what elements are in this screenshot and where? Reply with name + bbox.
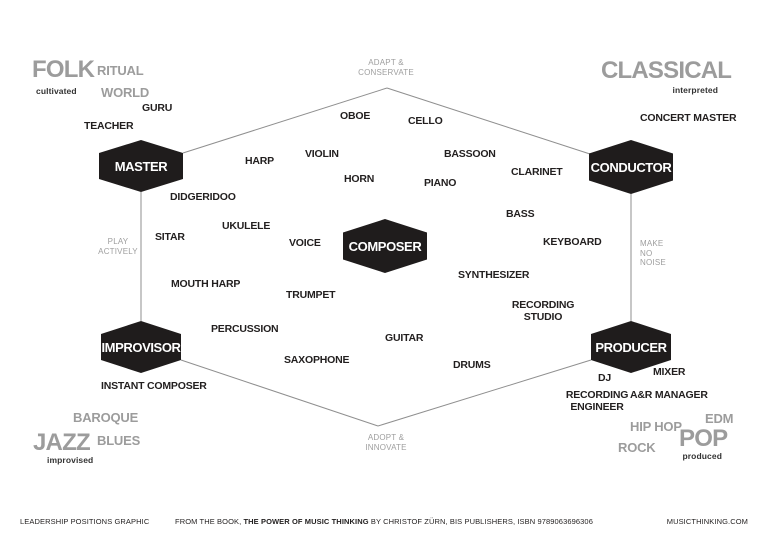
edge-label-adapt-conservate: ADAPT & CONSERVATE [358, 58, 414, 77]
node-conductor-label: CONDUCTOR [590, 159, 672, 175]
edge-bottom-line2: INNOVATE [365, 442, 407, 452]
edge-right-line3: NOISE [640, 258, 666, 267]
role-dj-label: DJ [598, 372, 612, 384]
edge-right-line2: NO [640, 248, 653, 258]
recording-studio-line2: STUDIO [523, 311, 563, 323]
instrument-ukulele-label: UKULELE [222, 220, 271, 232]
role-guru-label: GURU [142, 102, 173, 114]
role-ar-manager-label: A&R MANAGER [630, 389, 708, 401]
genre-folk-label: FOLK [32, 56, 95, 83]
genre-world-label: WORLD [101, 85, 150, 100]
genre-baroque-label: BAROQUE [73, 410, 139, 425]
instrument-sitar-label: SITAR [155, 231, 185, 243]
instrument-bass-label: BASS [506, 208, 535, 220]
footer-book-credit: FROM THE BOOK, THE POWER OF MUSIC THINKI… [175, 517, 593, 526]
footer-website-link: MUSICTHINKING.COM [666, 517, 748, 526]
edge-top-line2: CONSERVATE [358, 67, 414, 77]
footer-credit-prefix: FROM THE BOOK, [175, 517, 244, 526]
instrument-bassoon-label: BASSOON [444, 148, 496, 160]
genre-edm-label: EDM [705, 411, 734, 426]
edge-label-adopt-innovate: ADOPT & INNOVATE [365, 433, 406, 452]
folk-descriptor-label: cultivated [36, 86, 77, 96]
instrument-guitar-label: GUITAR [385, 332, 424, 344]
node-composer-hexagon: COMPOSER [343, 219, 427, 273]
instrument-mouth-harp-label: MOUTH HARP [171, 278, 241, 290]
role-teacher-label: TEACHER [84, 120, 134, 132]
instrument-keyboard-label: KEYBOARD [543, 236, 602, 248]
edge-top-line1: ADAPT & [368, 58, 404, 67]
genre-hiphop-label: HIP HOP [630, 419, 682, 434]
genre-jazz-label: JAZZ [33, 429, 91, 456]
footer-graphic-title: LEADERSHIP POSITIONS GRAPHIC [20, 517, 150, 526]
genre-blues-label: BLUES [97, 433, 141, 448]
recording-studio-line1: RECORDING [511, 299, 575, 311]
classical-descriptor-label: interpreted [672, 85, 718, 95]
edge-left-line1: PLAY [107, 237, 129, 246]
edge-bottom-line1: ADOPT & [367, 433, 405, 442]
instrument-cello-label: CELLO [408, 115, 443, 127]
footer-book-title: THE POWER OF MUSIC THINKING [243, 517, 369, 526]
role-instant-composer-label: INSTANT COMPOSER [101, 380, 207, 392]
instrument-synthesizer-label: SYNTHESIZER [458, 269, 530, 281]
role-concert-master-label: CONCERT MASTER [640, 112, 737, 124]
footer-credit-suffix: BY CHRISTOF ZÜRN, BIS PUBLISHERS, ISBN 9… [368, 517, 593, 526]
instrument-piano-label: PIANO [424, 177, 457, 189]
instrument-trumpet-label: TRUMPET [286, 289, 336, 301]
edge-right-line1: MAKE [640, 239, 664, 248]
node-conductor-hexagon: CONDUCTOR [589, 140, 673, 194]
node-composer-label: COMPOSER [348, 238, 422, 254]
instrument-saxophone-label: SAXOPHONE [284, 354, 350, 366]
genre-ritual-label: RITUAL [97, 63, 144, 78]
instrument-voice-label: VOICE [289, 237, 321, 249]
instrument-clarinet-label: CLARINET [511, 166, 563, 178]
node-master-label: MASTER [114, 158, 168, 174]
instrument-recording-studio-label: RECORDING STUDIO [511, 299, 575, 323]
role-mixer-label: MIXER [653, 366, 686, 378]
genre-pop-label: POP [679, 425, 728, 452]
edge-label-make-no-noise: MAKE NO NOISE [640, 239, 666, 268]
edge-left-line2: ACTIVELY [98, 246, 138, 256]
role-recording-engineer-label: RECORDING ENGINEER [565, 389, 629, 413]
instrument-drums-label: DRUMS [453, 359, 491, 371]
edge-label-play-actively: PLAY ACTIVELY [98, 237, 138, 256]
instrument-percussion-label: PERCUSSION [211, 323, 279, 335]
instrument-harp-label: HARP [245, 155, 274, 167]
instrument-didgeridoo-label: DIDGERIDOO [170, 191, 236, 203]
node-improvisor-label: IMPROVISOR [101, 339, 181, 355]
genre-rock-label: ROCK [618, 440, 656, 455]
genre-classical-label: CLASSICAL [601, 57, 732, 84]
recording-engineer-line1: RECORDING [565, 389, 629, 401]
instrument-oboe-label: OBOE [340, 110, 371, 122]
recording-engineer-line2: ENGINEER [570, 401, 624, 413]
jazz-descriptor-label: improvised [47, 455, 94, 465]
node-master-hexagon: MASTER [99, 140, 183, 192]
instrument-horn-label: HORN [344, 173, 375, 185]
node-producer-label: PRODUCER [595, 339, 667, 355]
pop-descriptor-label: produced [682, 451, 722, 461]
instrument-violin-label: VIOLIN [305, 148, 339, 160]
